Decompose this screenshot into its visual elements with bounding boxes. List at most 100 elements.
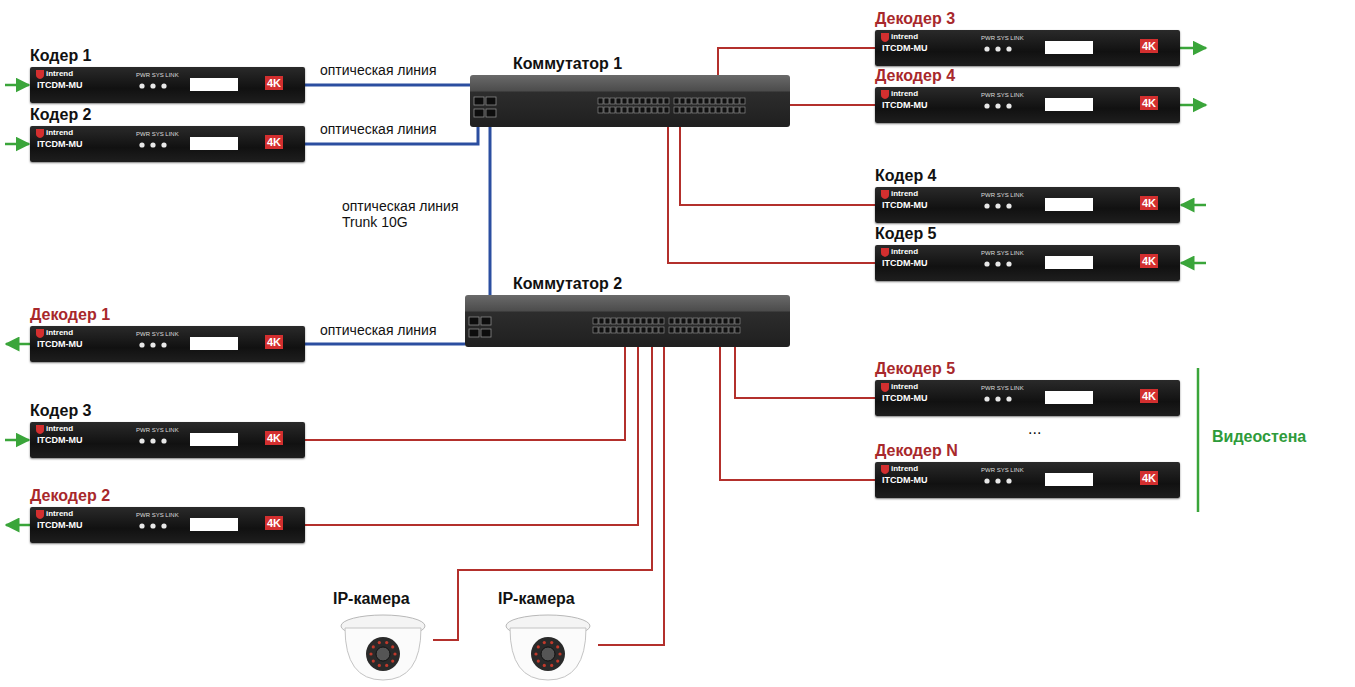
- model-name: ITCDM-MU: [882, 43, 928, 53]
- status-leds: [983, 45, 1023, 53]
- front-display: [1045, 198, 1093, 211]
- brand-shield: [881, 383, 889, 392]
- device-faceplate: intrendITCDM-MUPWR SYS LINK4K: [30, 507, 305, 543]
- dome-camera: [498, 610, 598, 682]
- device-unit: Декодер 1intrendITCDM-MUPWR SYS LINK4K: [30, 306, 305, 362]
- product-logo: 4K: [1140, 96, 1158, 110]
- status-leds: [138, 522, 178, 530]
- status-leds: [983, 102, 1023, 110]
- product-logo: 4K: [1140, 39, 1158, 53]
- device-title: Декодер 5: [875, 360, 1180, 378]
- device-unit: Кодер 2intrendITCDM-MUPWR SYS LINK4K: [30, 106, 305, 162]
- input-arrow: [5, 143, 29, 146]
- device-title: Декодер 3: [875, 10, 1180, 28]
- model-name: ITCDM-MU: [882, 200, 928, 210]
- camera-illustration: [498, 610, 598, 682]
- led-labels: PWR SYS LINK: [136, 131, 179, 137]
- device-faceplate: intrendITCDM-MUPWR SYS LINK4K: [875, 187, 1180, 223]
- brand-shield: [36, 129, 44, 138]
- link-label: оптическая линия Trunk 10G: [340, 198, 479, 230]
- ip-camera: IP-камера: [333, 590, 438, 682]
- copper-link: [598, 347, 664, 645]
- model-name: ITCDM-MU: [37, 339, 83, 349]
- link-label: оптическая линия: [318, 62, 439, 78]
- product-logo: 4K: [265, 135, 283, 149]
- brand-shield: [881, 190, 889, 199]
- device-unit: Декодер 4intrendITCDM-MUPWR SYS LINK4K: [875, 67, 1180, 123]
- switch-chassis: [465, 295, 790, 347]
- device-title: Декодер 2: [30, 487, 305, 505]
- brand-name: intrend: [891, 89, 918, 98]
- device-title: Кодер 3: [30, 402, 305, 420]
- front-display: [190, 337, 238, 350]
- brand-shield: [36, 70, 44, 79]
- output-arrow: [6, 524, 30, 527]
- led-labels: PWR SYS LINK: [981, 35, 1024, 41]
- brand-name: intrend: [46, 328, 73, 337]
- status-leds: [138, 437, 178, 445]
- device-unit: Кодер 1intrendITCDM-MUPWR SYS LINK4K: [30, 47, 305, 103]
- switch-ports: [465, 295, 790, 347]
- product-logo: 4K: [1140, 196, 1158, 210]
- brand-name: intrend: [891, 32, 918, 41]
- copper-link: [433, 347, 652, 640]
- front-display: [1045, 41, 1093, 54]
- brand-name: intrend: [891, 382, 918, 391]
- device-title: Кодер 4: [875, 167, 1180, 185]
- brand-shield: [36, 329, 44, 338]
- product-logo: 4K: [265, 431, 283, 445]
- output-arrow: [6, 343, 30, 346]
- device-title: Декодер 1: [30, 306, 305, 324]
- led-labels: PWR SYS LINK: [981, 385, 1024, 391]
- status-leds: [983, 477, 1023, 485]
- link-label: оптическая линия: [318, 322, 439, 338]
- brand-shield: [36, 510, 44, 519]
- front-display: [1045, 256, 1093, 269]
- device-unit: Декодер NintrendITCDM-MUPWR SYS LINK4K: [875, 442, 1180, 498]
- brand-name: intrend: [46, 509, 73, 518]
- product-logo: 4K: [1140, 389, 1158, 403]
- front-display: [190, 78, 238, 91]
- optical-link: [305, 343, 465, 346]
- led-labels: PWR SYS LINK: [981, 467, 1024, 473]
- model-name: ITCDM-MU: [882, 393, 928, 403]
- device-faceplate: intrendITCDM-MUPWR SYS LINK4K: [30, 422, 305, 458]
- product-logo: 4K: [265, 516, 283, 530]
- brand-shield: [36, 425, 44, 434]
- input-arrow: [5, 439, 29, 442]
- brand-shield: [881, 248, 889, 257]
- copper-link: [718, 48, 875, 75]
- product-logo: 4K: [265, 76, 283, 90]
- device-faceplate: intrendITCDM-MU PWR SYS LINK 4K: [875, 380, 1180, 416]
- brand-name: intrend: [46, 128, 73, 137]
- front-display: [190, 433, 238, 446]
- brand-name: intrend: [46, 69, 73, 78]
- device-title: Кодер 5: [875, 225, 1180, 243]
- link-label: оптическая линия: [318, 121, 439, 137]
- model-name: ITCDM-MU: [882, 475, 928, 485]
- copper-link: [305, 347, 638, 525]
- status-leds: [138, 82, 178, 90]
- device-title: Кодер 2: [30, 106, 305, 124]
- input-arrow: [1181, 204, 1206, 207]
- group-label: Видеостена: [1212, 428, 1306, 446]
- optical-link: [489, 127, 492, 295]
- device-unit: Кодер 5intrendITCDM-MUPWR SYS LINK4K: [875, 225, 1180, 281]
- model-name: ITCDM-MU: [37, 520, 83, 530]
- output-arrow: [1180, 104, 1206, 107]
- product-logo: 4K: [265, 335, 283, 349]
- camera-illustration: [333, 610, 433, 682]
- copper-link: [735, 347, 875, 398]
- led-labels: PWR SYS LINK: [981, 192, 1024, 198]
- model-name: ITCDM-MU: [37, 435, 83, 445]
- output-arrow: [1180, 47, 1206, 50]
- network-switch: Коммутатор 2: [465, 275, 790, 347]
- product-logo: 4K: [1140, 471, 1158, 485]
- brand-name: intrend: [891, 247, 918, 256]
- device-unit: Декодер 3 intrendITCDM-MU PWR SYS LINK 4K: [875, 10, 1180, 66]
- network-switch: Коммутатор 1: [470, 55, 790, 127]
- led-labels: PWR SYS LINK: [981, 92, 1024, 98]
- model-name: ITCDM-MU: [882, 258, 928, 268]
- device-title: IP-камера: [498, 590, 603, 608]
- front-display: [190, 518, 238, 531]
